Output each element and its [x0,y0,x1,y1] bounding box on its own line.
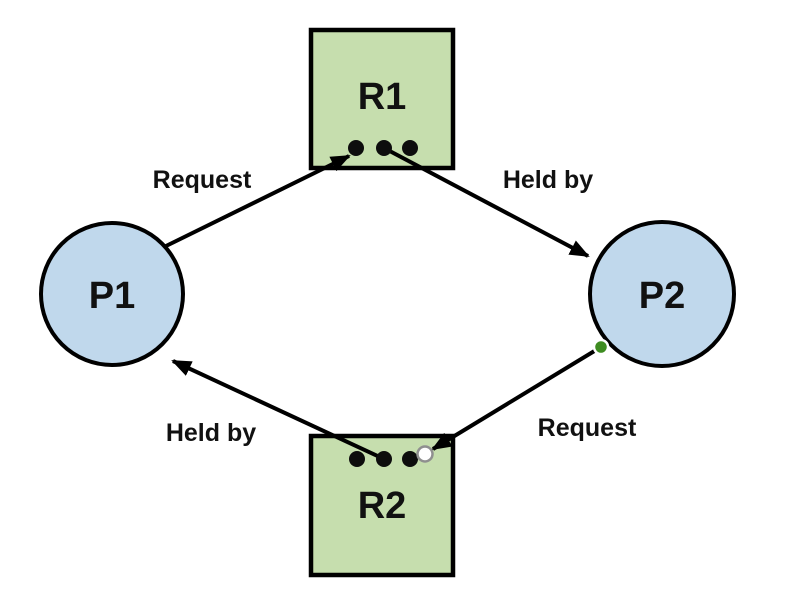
resource-node-r2-label: R2 [358,485,407,527]
r2-instance-dot [402,451,418,467]
r1-instance-dot [348,140,364,156]
edge-request-p1-to-r1 [165,154,351,248]
p2-request-origin-dot [592,338,610,356]
r2-instance-dot [376,451,392,467]
process-node-p2 [588,220,736,368]
edge-label-heldby-r2-p1: Held by [166,419,256,447]
edge-label-request-p2-r2: Request [538,414,637,442]
edge-label-heldby-r1-p2: Held by [503,166,593,194]
process-node-p2-label: P2 [639,275,685,317]
edge-heldby-r2-to-p1 [171,359,385,461]
edge-request-p2-to-r2 [431,345,603,451]
process-node-p1 [39,221,185,367]
edge-heldby-r1-to-p2 [383,146,590,258]
resource-node-r1-label: R1 [358,76,407,118]
r1-instance-dot [402,140,418,156]
r2-instance-dot [349,451,365,467]
edge-label-request-p1-r1: Request [153,166,252,194]
r1-instance-dot [376,140,392,156]
process-node-p1-label: P1 [89,275,135,317]
r2-request-target-dot [416,445,434,463]
